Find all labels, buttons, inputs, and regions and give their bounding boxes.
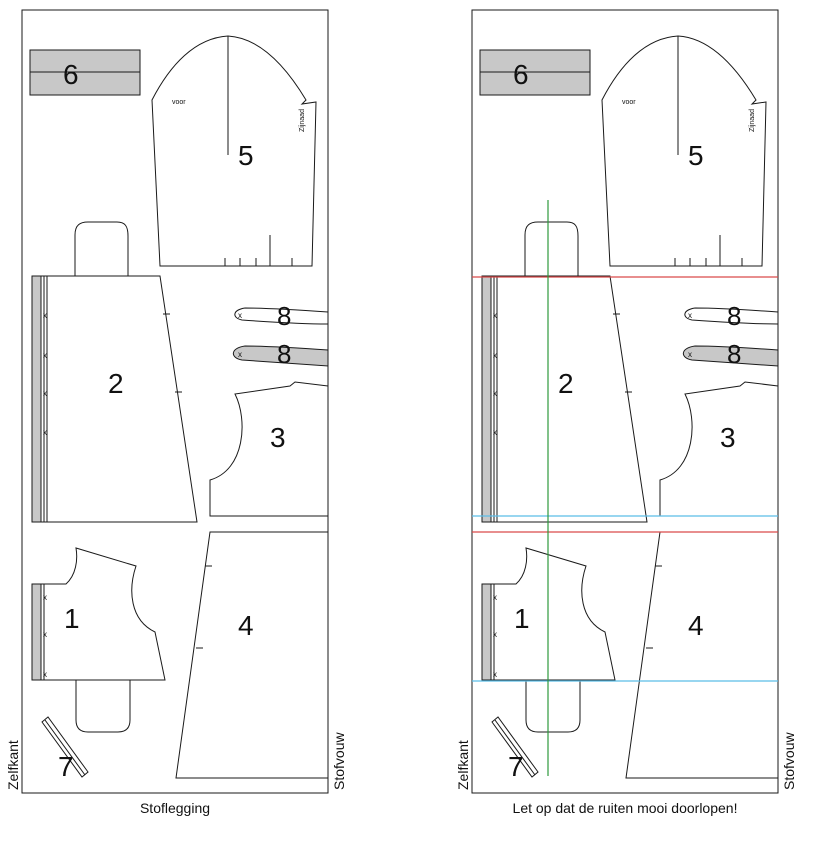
sleeve-label-voor: voor xyxy=(622,99,636,106)
piece-2-front: x x x x 2 xyxy=(481,221,648,523)
piece-8-upper: x 8 xyxy=(684,301,779,331)
caption-plaid-note: Let op dat de ruiten mooi doorlopen! xyxy=(512,800,738,816)
piece-1-label: 1 xyxy=(64,603,80,634)
piece-1-button-x: x xyxy=(493,670,497,679)
piece-4-skirt: 4 xyxy=(175,531,329,779)
piece-7-strip: 7 xyxy=(491,716,539,782)
piece-4-label: 4 xyxy=(688,610,704,641)
sleeve-label-zijnaad: Zijnaad xyxy=(749,109,756,132)
piece-2-label: 2 xyxy=(108,368,124,399)
piece-8-lower-label: 8 xyxy=(727,339,741,369)
piece-3-back: 3 xyxy=(209,381,329,517)
piece-8-lower-x: x xyxy=(688,350,692,359)
piece-7-label: 7 xyxy=(58,751,74,782)
piece-2-button-x: x xyxy=(43,389,47,398)
piece-1: x x x 1 xyxy=(31,547,166,733)
piece-1: x x x 1 xyxy=(481,547,616,733)
fold-label: Stofvouw xyxy=(331,732,347,790)
piece-1-button-x: x xyxy=(493,630,497,639)
sleeve-label-zijnaad: Zijnaad xyxy=(299,109,306,132)
piece-5-label: 5 xyxy=(238,140,254,171)
caption-layout: Stoflegging xyxy=(139,800,211,816)
selvedge-label: Zelfkant xyxy=(455,740,471,790)
piece-8-lower: x 8 xyxy=(682,339,779,369)
piece-6-label: 6 xyxy=(513,59,529,90)
sleeve-label-voor: voor xyxy=(172,99,186,106)
selvedge-label: Zelfkant xyxy=(5,740,21,790)
panel-stoflegging: 6 voor Zijnaad 5 x 8 x 8 xyxy=(5,9,347,794)
piece-2-button-x: x xyxy=(43,311,47,320)
piece-8-upper-label: 8 xyxy=(277,301,291,331)
piece-1-label: 1 xyxy=(514,603,530,634)
fold-label: Stofvouw xyxy=(781,732,797,790)
piece-5-sleeve: voor Zijnaad 5 xyxy=(151,35,317,267)
piece-1-button-x: x xyxy=(43,593,47,602)
piece-3-back: 3 xyxy=(659,381,779,517)
piece-8-lower: x 8 xyxy=(232,339,329,369)
piece-2-button-x: x xyxy=(43,428,47,437)
piece-5-label: 5 xyxy=(688,140,704,171)
piece-2-button-x: x xyxy=(493,389,497,398)
piece-2-button-x: x xyxy=(493,428,497,437)
fabric-frame xyxy=(471,9,779,794)
piece-2-front: x x x x 2 xyxy=(31,221,198,523)
piece-6: 6 xyxy=(479,49,591,96)
piece-8-upper-label: 8 xyxy=(727,301,741,331)
piece-6: 6 xyxy=(29,49,141,96)
fabric-frame xyxy=(21,9,329,794)
piece-2-label: 2 xyxy=(558,368,574,399)
piece-6-label: 6 xyxy=(63,59,79,90)
piece-3-label: 3 xyxy=(720,422,736,453)
piece-1-button-x: x xyxy=(43,670,47,679)
piece-2-button-x: x xyxy=(493,351,497,360)
piece-1-button-x: x xyxy=(493,593,497,602)
piece-1-button-x: x xyxy=(43,630,47,639)
piece-8-upper: x 8 xyxy=(234,301,329,331)
piece-7-strip: 7 xyxy=(41,716,89,782)
piece-4-label: 4 xyxy=(238,610,254,641)
piece-8-lower-x: x xyxy=(238,350,242,359)
piece-2-button-x: x xyxy=(43,351,47,360)
piece-7-label: 7 xyxy=(508,751,524,782)
piece-8-lower-label: 8 xyxy=(277,339,291,369)
piece-5-sleeve: voor Zijnaad 5 xyxy=(601,35,767,267)
piece-2-button-x: x xyxy=(493,311,497,320)
piece-4-skirt: 4 xyxy=(625,531,779,779)
piece-8-upper-x: x xyxy=(688,311,692,320)
piece-8-upper-x: x xyxy=(238,311,242,320)
piece-3-label: 3 xyxy=(270,422,286,453)
panel-plaid-matching: 6 voor Zijnaad 5 x 8 x 8 xyxy=(455,9,797,794)
